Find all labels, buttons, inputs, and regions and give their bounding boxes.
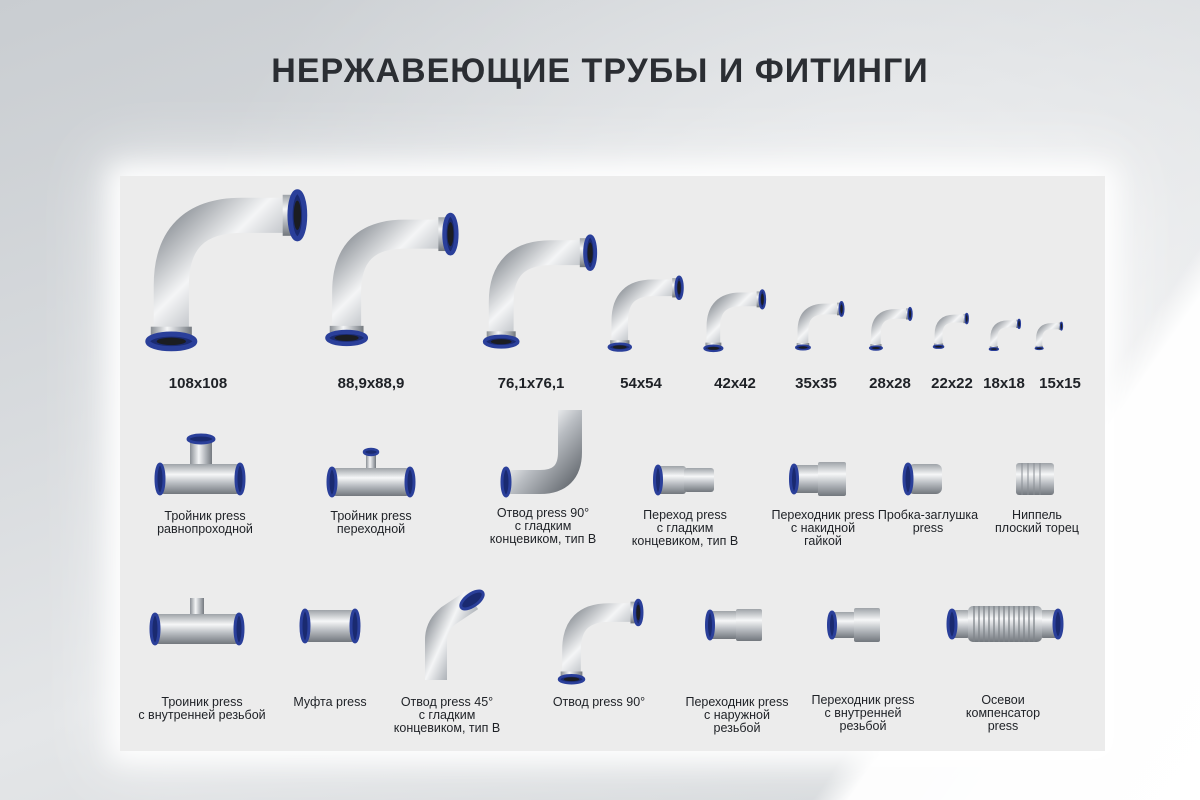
size-label-28: 28x28 bbox=[869, 375, 911, 392]
size-label-108: 108x108 bbox=[168, 375, 228, 392]
size-label-88-9: 88,9x88,9 bbox=[337, 375, 405, 392]
elbow-15 bbox=[1034, 321, 1064, 351]
size-label-42: 42x42 bbox=[714, 375, 756, 392]
equal-tee bbox=[154, 433, 246, 502]
reducer-plain-end bbox=[653, 460, 718, 500]
elbow-88-9 bbox=[320, 210, 465, 350]
adapter-union-nut bbox=[789, 458, 850, 500]
elbow-18 bbox=[988, 318, 1022, 352]
size-label-18: 18x18 bbox=[983, 375, 1025, 392]
size-label-35: 35x35 bbox=[795, 375, 837, 392]
elbow-90-plain-end bbox=[500, 406, 590, 502]
reducing-tee bbox=[326, 446, 416, 502]
elbow-90 bbox=[556, 596, 646, 688]
elbow-28 bbox=[868, 306, 914, 352]
elbow-35 bbox=[794, 300, 846, 352]
size-label-15: 15x15 bbox=[1039, 375, 1081, 392]
elbow-22 bbox=[932, 312, 970, 350]
elbow-42 bbox=[702, 288, 768, 354]
size-label-76-1: 76,1x76,1 bbox=[497, 375, 565, 392]
axial-compensator bbox=[946, 602, 1064, 646]
coupling bbox=[299, 606, 361, 646]
elbow-54 bbox=[606, 274, 686, 354]
caption-elbow-90: Отвод press 90° bbox=[552, 695, 646, 709]
elbow-108 bbox=[132, 186, 322, 356]
caption-coupling: Муфта press bbox=[293, 695, 367, 709]
tee-female-thread bbox=[149, 594, 245, 650]
nipple-flat-end bbox=[1014, 458, 1056, 500]
end-cap bbox=[902, 458, 946, 500]
elbow-45-plain-end bbox=[418, 589, 488, 682]
adapter-male-thread bbox=[705, 604, 766, 646]
display-board: 108x108 88,9x88,9 76,1x76,1 54x54 42x42 … bbox=[120, 176, 1105, 751]
size-label-22: 22x22 bbox=[931, 375, 973, 392]
display-title: НЕРЖАВЕЮЩИЕ ТРУБЫ И ФИТИНГИ bbox=[271, 52, 929, 90]
elbow-76-1 bbox=[478, 232, 603, 352]
size-label-54: 54x54 bbox=[620, 375, 662, 392]
adapter-female-thread bbox=[827, 604, 884, 646]
